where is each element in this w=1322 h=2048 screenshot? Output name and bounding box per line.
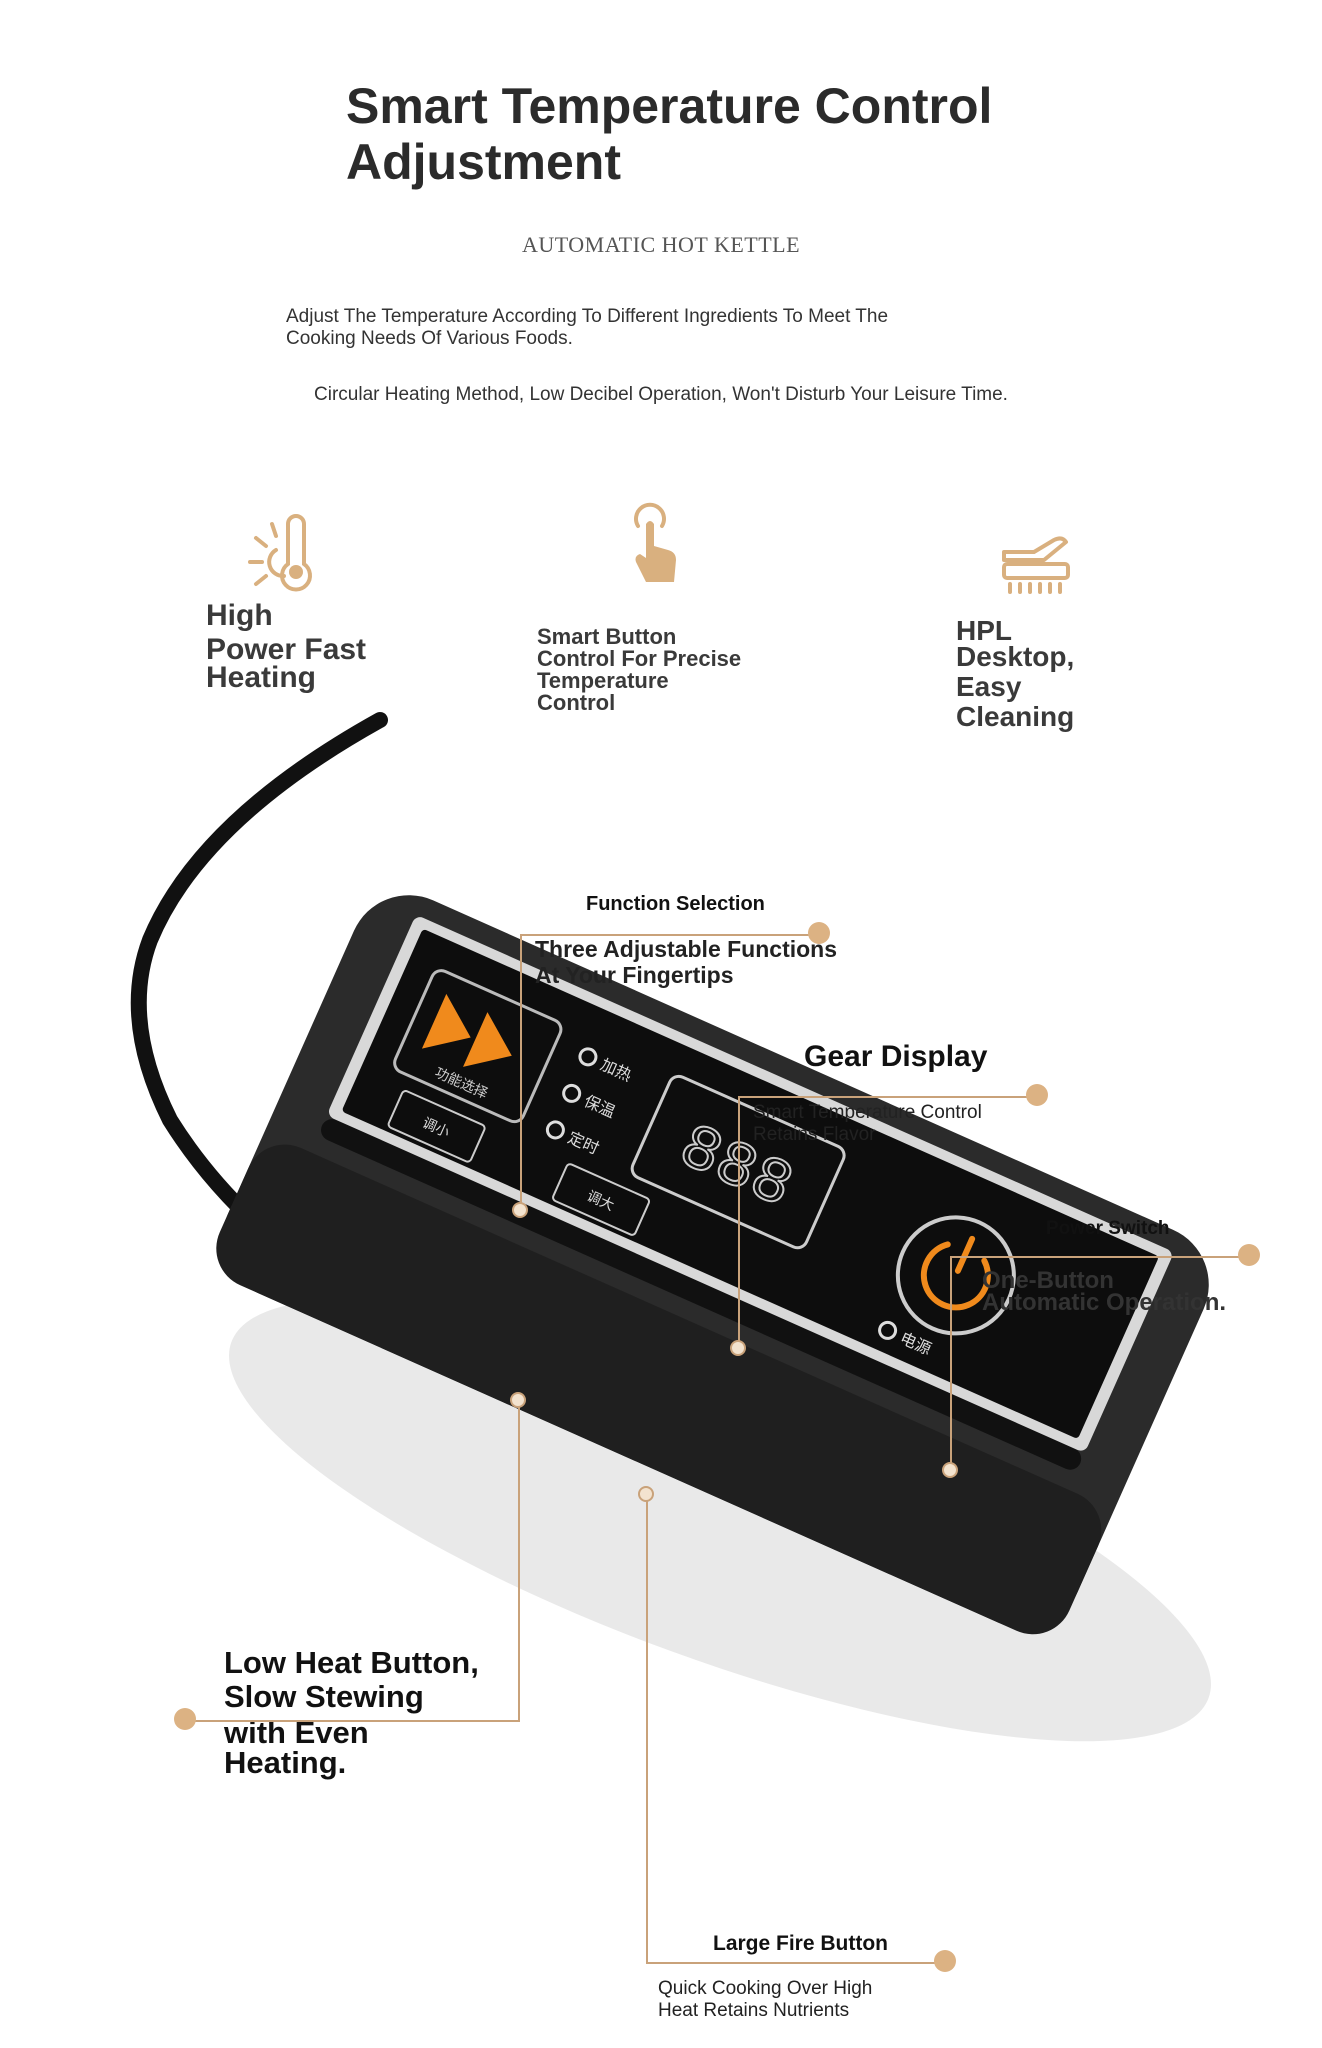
feature-button-title: Smart Button Control For Precise Tempera… — [537, 626, 741, 714]
power-switch-line: One-Button — [982, 1267, 1114, 1294]
leader-line — [950, 1256, 952, 1470]
large-fire-body: Quick Cooking Over High Heat Retains Nut… — [658, 1978, 872, 2022]
hand-brush-icon — [1002, 536, 1070, 594]
feature-cleaning-line: HPL — [956, 615, 1012, 646]
low-heat-line: with Even — [224, 1715, 369, 1750]
power-switch-body: One-Button Automatic Operation. — [982, 1267, 1227, 1316]
large-fire-line: Quick Cooking Over High — [658, 1978, 873, 1999]
gear-display-body: Smart Temperature Control Retains Flavor — [753, 1102, 982, 1146]
subtitle: AUTOMATIC HOT KETTLE — [521, 232, 801, 257]
title-line-1: Smart Temperature Control — [346, 78, 993, 134]
leader-line — [738, 1096, 1038, 1098]
large-fire-head: Large Fire Button — [713, 1932, 889, 1955]
power-switch-line: Automatic Operation. — [982, 1289, 1227, 1316]
low-heat-line: Slow Stewing — [224, 1679, 424, 1714]
function-selection-head: Function Selection — [586, 893, 765, 915]
control-box: 功能选择 加热 保温 定时 888 调小 调大 电源 — [130, 712, 1211, 1742]
feature-cleaning-line: Cleaning — [956, 701, 1075, 732]
callout-anchor-dot — [512, 1202, 528, 1218]
power-cable — [130, 712, 388, 1268]
feature-heating-line: High — [206, 599, 273, 632]
function-selection-line: Three Adjustable Functions — [535, 936, 838, 962]
leader-line — [646, 1962, 946, 1964]
leader-line — [646, 1494, 648, 1964]
feature-heating-line: Power Fast — [206, 633, 367, 666]
intro-line-3: Circular Heating Method, Low Decibel Ope… — [314, 384, 1008, 405]
feature-button-line: Smart Button — [537, 624, 677, 649]
feature-heating-line: Heating — [206, 661, 317, 694]
feature-cleaning-line: Easy — [956, 671, 1022, 702]
gear-display — [630, 1074, 846, 1250]
large-fire-line: Heat Retains Nutrients — [658, 2000, 850, 2021]
gear-display-line: Smart Temperature Control — [753, 1102, 982, 1123]
hand-press-icon — [634, 502, 676, 582]
leader-line — [950, 1256, 1250, 1258]
gear-display-line: Retains Flavor — [753, 1124, 876, 1145]
feature-button-line: Control — [537, 690, 616, 715]
leader-line — [186, 1720, 520, 1722]
function-selection-line: At Your Fingertips — [535, 962, 734, 988]
leader-line — [518, 1400, 520, 1722]
callout-dot — [934, 1950, 956, 1972]
low-heat-callout: Low Heat Button, Slow Stewing with Even … — [224, 1645, 479, 1780]
page-title: Smart Temperature Control Adjustment — [346, 78, 1046, 190]
leader-line — [520, 934, 820, 936]
feature-heating — [236, 510, 326, 605]
power-button[interactable] — [879, 1199, 1032, 1352]
leader-line — [738, 1096, 740, 1348]
intro-line-1: Adjust The Temperature According To Diff… — [286, 306, 889, 327]
leader-line — [520, 934, 522, 1209]
callout-anchor-dot — [942, 1462, 958, 1478]
feature-button-line: Control For Precise — [537, 646, 742, 671]
callout-dot — [808, 922, 830, 944]
function-selection-body: Three Adjustable Functions At Your Finge… — [535, 936, 837, 988]
callout-dot — [174, 1708, 196, 1730]
feature-cleaning-title: HPL Desktop, Easy Cleaning — [956, 615, 1075, 732]
sun-thermometer-icon — [248, 514, 312, 592]
intro-line-2: Cooking Needs Of Various Foods. — [286, 328, 573, 349]
large-fire-button[interactable]: 调大 — [552, 1163, 651, 1236]
low-heat-line: Low Heat Button, — [224, 1645, 479, 1680]
callout-anchor-dot — [638, 1486, 654, 1502]
gear-display-head: Gear Display — [804, 1040, 988, 1073]
title-line-2: Adjustment — [346, 134, 621, 190]
feature-button-line: Temperature — [537, 668, 669, 693]
low-heat-line: Heating. — [224, 1745, 347, 1780]
power-switch-head: Power Switch — [1046, 1218, 1170, 1239]
callout-anchor-dot — [510, 1392, 526, 1408]
feature-heating-title: High Power Fast Heating — [206, 599, 367, 694]
callout-dot — [1026, 1084, 1048, 1106]
intro-paragraph: Adjust The Temperature According To Diff… — [286, 306, 1046, 350]
callout-dot — [1238, 1244, 1260, 1266]
feature-cleaning-line: Desktop, — [956, 641, 1075, 672]
feature-cleaning — [996, 512, 1086, 607]
function-button[interactable] — [391, 967, 564, 1124]
callout-anchor-dot — [730, 1340, 746, 1356]
feature-button — [612, 500, 702, 595]
